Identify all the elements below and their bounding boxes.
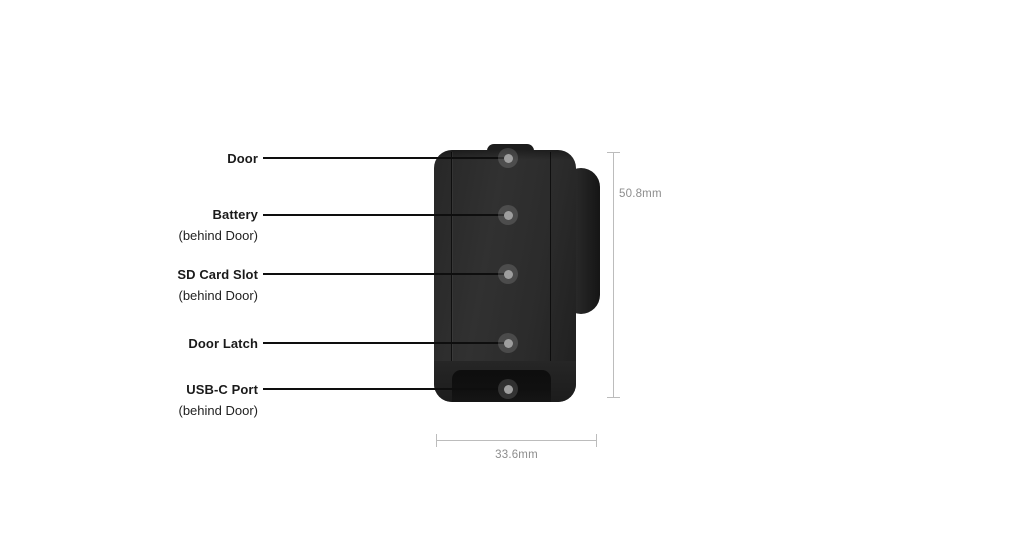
callout-door: Door [80,151,258,166]
callout-dot-core [503,153,513,163]
leader-line-door [263,157,508,159]
height-dimension-cap-bottom [607,397,620,398]
callout-usb-c-port-sublabel: (behind Door) [178,403,259,418]
leader-line-door-latch [263,342,508,344]
callout-usb-c-port: USB-C Port (behind Door) [80,382,259,418]
callout-battery-sublabel: (behind Door) [178,228,259,243]
callout-door-label: Door [227,151,258,166]
callout-dot-core [503,384,513,394]
width-dimension-cap-right [596,434,597,447]
callout-dot-core [503,269,513,279]
callout-usb-c-port-label: USB-C Port [186,382,258,397]
callout-sd-card-slot-label: SD Card Slot [177,267,258,282]
height-dimension-cap-top [607,152,620,153]
callout-dot-core [503,210,513,220]
door-seam-highlight [452,152,453,400]
leader-line-usb-c-port [263,388,508,390]
width-dimension-label: 33.6mm [495,449,538,461]
width-dimension-line [436,440,597,441]
callout-sd-card-slot: SD Card Slot (behind Door) [80,267,258,303]
callout-dot-sd-card-slot [498,264,518,284]
callout-dot-battery [498,205,518,225]
width-dimension-cap-left [436,434,437,447]
callout-dot-door-latch [498,333,518,353]
leader-line-battery [263,214,508,216]
height-dimension-label: 50.8mm [619,188,662,200]
callout-battery: Battery (behind Door) [80,207,259,243]
callout-dot-core [503,338,513,348]
callout-dot-door [498,148,518,168]
callout-dot-usb-c-port [498,379,518,399]
lens-seam-line [550,152,551,400]
door-seam-line [451,152,452,400]
leader-line-sd-card-slot [263,273,508,275]
height-dimension-line [613,152,614,398]
callout-door-latch-label: Door Latch [188,336,258,351]
callout-battery-label: Battery [212,207,258,222]
door-latch-band [452,370,551,402]
callout-door-latch: Door Latch [80,336,258,351]
callout-sd-card-slot-sublabel: (behind Door) [178,288,259,303]
